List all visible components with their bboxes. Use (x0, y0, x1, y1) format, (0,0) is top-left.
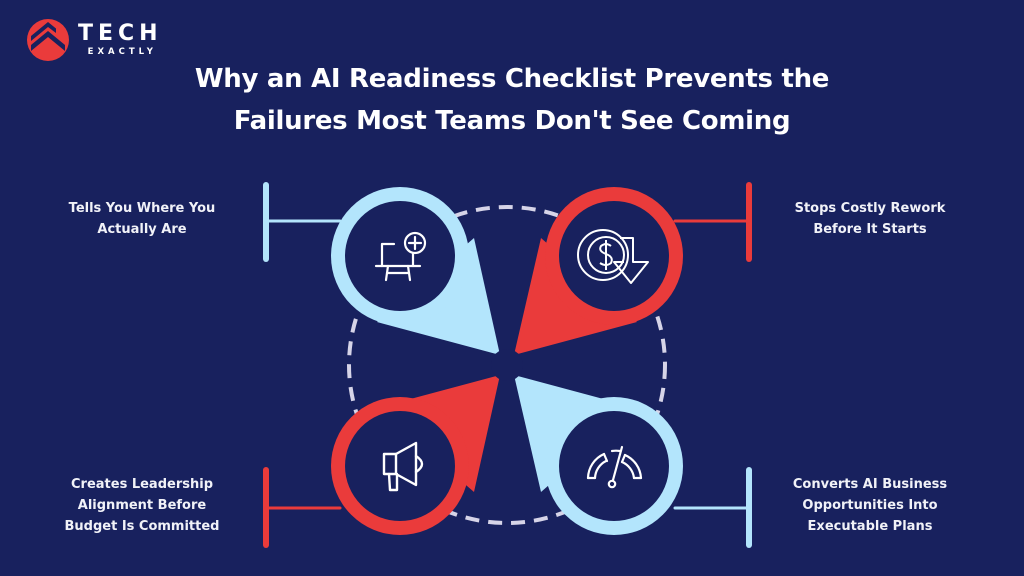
label-bottom-left: Creates Leadership Alignment Before Budg… (32, 474, 252, 537)
title-line-2: Failures Most Teams Don't See Coming (233, 106, 791, 136)
label-line: Converts AI Business (792, 477, 948, 492)
label-line: Budget Is Committed (64, 519, 220, 534)
label-top-left: Tells You Where You Actually Are (32, 198, 252, 240)
connector-bottom-right (673, 467, 752, 548)
center-hub (491, 349, 523, 381)
label-line: Tells You Where You (68, 201, 216, 216)
connector-top-left (263, 182, 342, 262)
label-line: Stops Costly Rework (794, 201, 946, 216)
label-line: Opportunities Into (802, 498, 938, 513)
connector-top-right (673, 182, 752, 262)
connector-bottom-left (263, 467, 342, 548)
label-line: Creates Leadership (71, 477, 213, 492)
dashed-ring (347, 205, 667, 525)
dollar-coin-down-arrow-icon (577, 229, 649, 284)
label-line: Actually Are (97, 222, 187, 237)
brand-logo: TECH EXACTLY (26, 18, 163, 62)
pin-top-left (331, 187, 500, 355)
presentation-board-plus-icon (374, 231, 427, 282)
label-top-right: Stops Costly Rework Before It Starts (760, 198, 980, 240)
page-title: Why an AI Readiness Checklist Prevents t… (0, 58, 1024, 142)
pin-top-right (514, 187, 683, 355)
title-line-1: Why an AI Readiness Checklist Prevents t… (194, 64, 830, 94)
brand-name: TECH (78, 21, 163, 46)
label-line: Before It Starts (813, 222, 927, 237)
label-line: Executable Plans (807, 519, 933, 534)
pin-bottom-right (514, 375, 683, 535)
megaphone-icon (382, 441, 424, 492)
chevron-up-logo-icon (27, 19, 69, 61)
label-bottom-right: Converts AI Business Opportunities Into … (760, 474, 980, 537)
speedometer-gauge-icon (586, 445, 643, 489)
pin-bottom-left (331, 375, 500, 535)
label-line: Alignment Before (77, 498, 207, 513)
brand-subname: EXACTLY (87, 47, 157, 57)
